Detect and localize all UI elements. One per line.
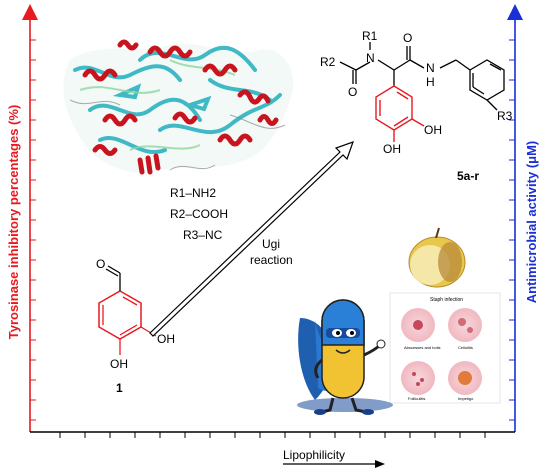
compound-1-structure: O OH OH <box>96 257 175 371</box>
protein-structure-image <box>63 39 294 175</box>
reaction-arrow <box>149 141 354 337</box>
right-axis-title: Antimicrobial activity (μM) <box>524 141 539 304</box>
product-n: N <box>366 51 375 65</box>
staph-item-4: Impetigo <box>458 396 474 401</box>
product-catechol-ring <box>375 85 425 142</box>
reagents-list: R1–NH2 R2–COOH R3–NC <box>170 186 228 242</box>
reagent-amine: R1–NH2 <box>170 186 216 200</box>
apple-image <box>408 227 466 288</box>
staph-item-2: Cellulitis <box>458 345 473 350</box>
bottom-axis-ticks <box>59 432 486 438</box>
bottom-axis-title: Lipophilicity <box>283 448 345 462</box>
product-r2: R2 <box>320 55 336 69</box>
product-amide-h: H <box>426 75 435 89</box>
staph-panel-title: Staph infection <box>430 297 463 303</box>
right-axis-ticks <box>509 39 515 421</box>
left-axis <box>22 4 38 432</box>
staph-item-1: Abscesses and boils <box>404 345 440 350</box>
compound-1-oh-para: OH <box>110 357 128 371</box>
compound-1-oh-meta: OH <box>157 332 175 346</box>
product-carbonyl-o1: O <box>348 85 357 99</box>
staph-item-3: Folliculitis <box>408 396 425 401</box>
product-oh-meta: OH <box>424 123 442 137</box>
product-label: 5a-r <box>457 169 479 183</box>
reagent-isocyanide: R3–NC <box>183 228 223 242</box>
product-carbonyl-o2: O <box>403 31 412 45</box>
left-axis-title: Tyrosinase inhibitory percentages (%) <box>6 105 21 340</box>
product-amide-n: N <box>426 61 435 75</box>
left-axis-ticks <box>30 39 36 421</box>
staph-infection-panel: Staph infection Abscesses and boils Cell… <box>389 292 501 404</box>
reaction-name-line1: Ugi <box>262 237 280 251</box>
superhero-pill-image <box>297 299 393 415</box>
compound-1-label: 1 <box>116 381 123 395</box>
product-r1: R1 <box>362 29 378 43</box>
reaction-name: Ugi reaction <box>250 237 293 267</box>
product-5a-r-structure <box>339 42 505 111</box>
product-oh-para: OH <box>383 142 401 156</box>
reaction-name-line2: reaction <box>250 253 293 267</box>
product-atom-labels: R2 O N R1 O N H R3 OH OH <box>320 29 513 156</box>
bottom-axis <box>30 431 515 438</box>
right-axis <box>507 4 523 432</box>
aldehyde-o: O <box>96 257 105 271</box>
reagent-acid: R2–COOH <box>170 207 228 221</box>
product-r3: R3 <box>497 109 513 123</box>
bottom-axis-title-group: Lipophilicity <box>283 448 385 468</box>
